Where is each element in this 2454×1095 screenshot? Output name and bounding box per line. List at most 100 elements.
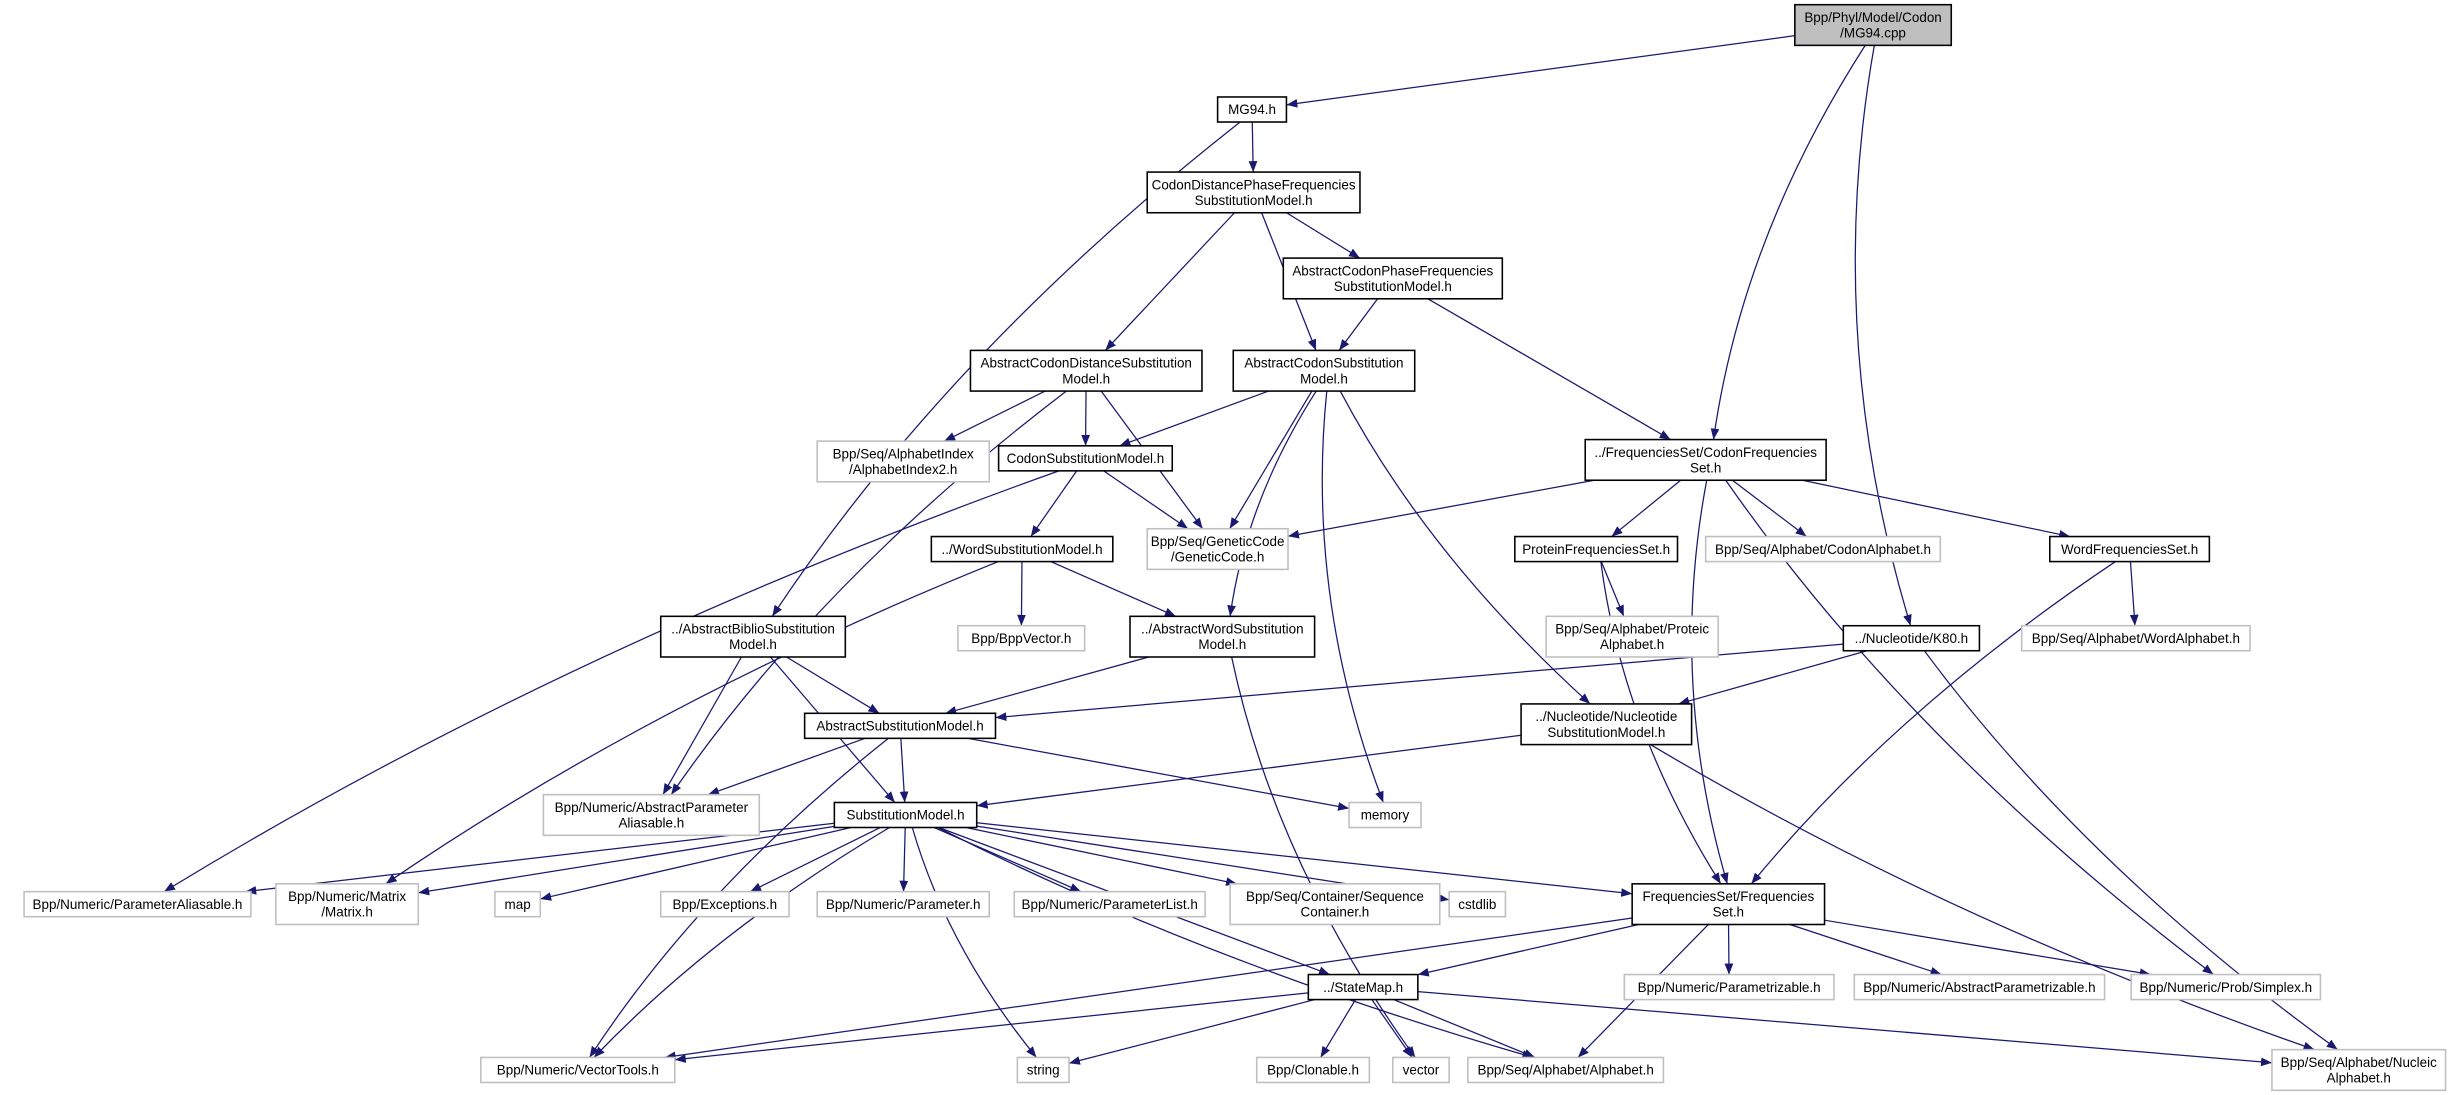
node-prm: Bpp/Numeric/Parametrizable.h [1623,973,1835,1001]
node-label: Bpp/Numeric/VectorTools.h [497,1063,659,1078]
node-label: ProteinFrequenciesSet.h [1522,542,1670,557]
node-label: string [1027,1063,1060,1078]
edge-stm-to-na [1417,990,2272,1067]
node-label: ../StateMap.h [1323,980,1403,995]
node-label: Bpp/Numeric/ParameterAliasable.h [33,897,243,912]
edge-aws-to-vec [1231,656,1416,1058]
node-label: AbstractCodonSubstitution [1244,356,1403,371]
node-label: Alphabet.h [1600,637,1664,652]
edge-pfs-to-pa [1600,561,1625,617]
node-exc: Bpp/Exceptions.h [659,890,790,918]
node-aprm: Bpp/Numeric/AbstractParametrizable.h [1853,973,2106,1001]
node-box [1232,349,1416,392]
node-label: vector [1403,1063,1440,1078]
node-alp: Bpp/Seq/Alphabet/Alphabet.h [1467,1056,1665,1084]
edge-k80-to-nsm [1678,650,1868,706]
edge-mg94h-to-cdpf [1248,122,1258,173]
node-label: Model.h [729,637,777,652]
node-label: Bpp/Numeric/Parametrizable.h [1638,980,1821,995]
node-label: /Matrix.h [321,905,373,920]
edge-fs-to-aprm [1789,923,1942,976]
node-pfs[interactable]: ProteinFrequenciesSet.h [1514,535,1679,563]
node-box [1853,973,2106,1001]
node-mem: memory [1348,801,1422,829]
node-label: Bpp/Exceptions.h [673,897,778,912]
node-label: Set.h [1713,905,1744,920]
edge-wsm-to-aws [1050,561,1177,617]
node-label: Model.h [1062,371,1110,386]
node-box [542,793,761,837]
node-label: Bpp/Seq/AlphabetIndex [833,446,974,461]
node-label: ../AbstractWordSubstitution [1141,622,1304,637]
node-k80[interactable]: ../Nucleotide/K80.h [1842,624,1981,652]
node-fs[interactable]: FrequenciesSet/FrequenciesSet.h [1631,883,1826,926]
node-label: Bpp/Seq/GeneticCode [1151,534,1285,549]
node-csm[interactable]: CodonSubstitutionModel.h [997,445,1174,472]
node-wa: Bpp/Seq/Alphabet/WordAlphabet.h [2020,624,2251,652]
node-pal: Bpp/Numeric/ParameterAliasable.h [23,890,252,918]
edge-csm-to-pal [163,470,1060,893]
node-box [1842,624,1981,652]
edge-acs-to-mem [1321,391,1384,803]
node-ai2: Bpp/Seq/AlphabetIndex/AlphabetIndex2.h [816,440,991,483]
node-label: AbstractSubstitutionModel.h [816,719,983,734]
node-label: SubstitutionModel.h [1195,193,1313,208]
node-label: Model.h [1198,637,1246,652]
node-sm[interactable]: SubstitutionModel.h [833,801,978,829]
edge-cdpf-to-acpf [1286,212,1361,259]
node-label: Bpp/Seq/Container/Sequence [1246,889,1424,904]
node-par: Bpp/Numeric/Parameter.h [816,890,991,918]
node-wfs[interactable]: WordFrequenciesSet.h [2049,535,2211,563]
edge-sm-to-alp [937,826,1534,1059]
node-label: AbstractCodonPhaseFrequencies [1292,263,1493,278]
node-box [2130,973,2322,1001]
node-vec: vector [1392,1056,1450,1084]
edge-asm-to-mem [968,737,1350,811]
edge-cfs-to-gc [1287,479,1595,539]
node-box [1704,535,1942,563]
edge-cfs-to-fs [1691,480,1729,884]
node-box [957,624,1086,652]
node-box [1307,973,1419,1001]
node-label: WordFrequenciesSet.h [2061,542,2198,557]
node-label: Model.h [1300,371,1348,386]
node-wsm[interactable]: ../WordSubstitutionModel.h [930,535,1114,563]
node-cdpf[interactable]: CodonDistancePhaseFrequenciesSubstitutio… [1146,171,1361,214]
node-box [659,615,847,658]
node-label: /GeneticCode.h [1171,550,1264,565]
node-label: ../FrequenciesSet/CodonFrequencies [1594,445,1817,460]
edge-acpf-to-acs [1338,298,1379,351]
node-asm[interactable]: AbstractSubstitutionModel.h [803,712,997,740]
edge-asm-to-apa [707,737,866,796]
node-nsm[interactable]: ../Nucleotide/NucleotideSubstitutionMode… [1520,703,1693,746]
node-box [803,712,997,740]
node-acpf[interactable]: AbstractCodonPhaseFrequenciesSubstitutio… [1282,257,1504,300]
node-label: Bpp/Numeric/ParameterList.h [1022,897,1198,912]
node-label: Set.h [1690,460,1721,475]
node-label: Aliasable.h [618,816,684,831]
node-box [1448,890,1507,918]
node-box [1794,3,1953,47]
node-label: Bpp/Numeric/AbstractParametrizable.h [1863,980,2095,995]
node-label: FrequenciesSet/Frequencies [1642,889,1814,904]
node-label: AbstractCodonDistanceSubstitution [981,356,1192,371]
edge-acpf-to-cfs [1427,298,1671,441]
nodes-layer: Bpp/Phyl/Model/Codon/MG94.cppMG94.hCodon… [23,3,2447,1092]
node-label: CodonDistancePhaseFrequencies [1152,177,1356,192]
node-cpp[interactable]: Bpp/Phyl/Model/Codon/MG94.cpp [1794,3,1953,47]
node-label: MG94.h [1228,102,1276,117]
edge-sm-to-vt [593,826,890,1058]
node-label: Bpp/Clonable.h [1267,1063,1359,1078]
node-mg94h[interactable]: MG94.h [1216,96,1288,123]
node-stm[interactable]: ../StateMap.h [1307,973,1419,1001]
node-box [2049,535,2211,563]
